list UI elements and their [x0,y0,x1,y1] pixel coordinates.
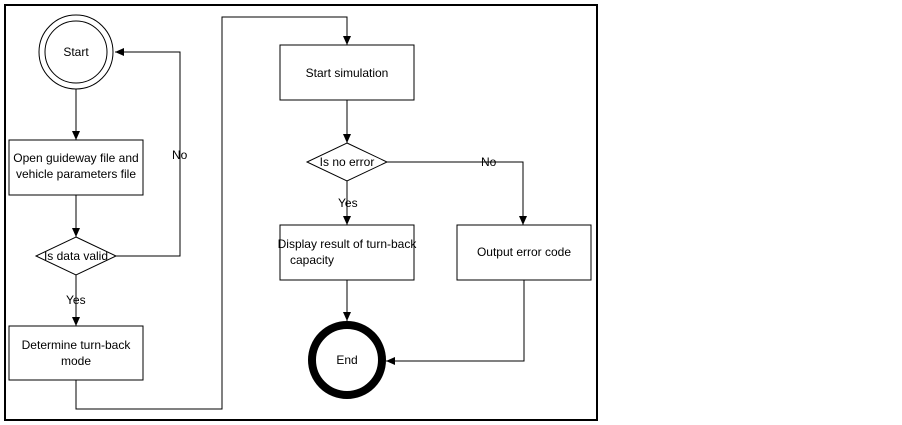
display-result-node: Display result of turn-back capacity [278,224,418,281]
open-file-label-line1: Open guideway file and [13,151,138,165]
open-file-label-line2: vehicle parameters file [16,167,136,181]
is-data-valid-label: Is data valid [44,249,108,263]
label-error-no: No [481,155,497,169]
edge-output-to-end [386,280,525,365]
diagram-frame [4,4,598,421]
start-simulation-label: Start simulation [306,66,389,80]
start-label: Start [63,45,89,59]
edge-valid-no-loop [115,48,181,257]
is-data-valid-decision: Is data valid [34,236,118,276]
display-label-line1: Display result of turn-back [278,237,418,251]
start-node: Start [38,14,114,90]
determine-label-line2: mode [61,354,91,368]
is-no-error-label: Is no error [320,155,375,169]
output-error-label: Output error code [477,245,571,259]
start-simulation-node: Start simulation [279,44,415,101]
output-error-node: Output error code [456,224,592,281]
edge-error-no [387,161,527,225]
edge-determine-to-sim [75,16,351,410]
label-error-yes: Yes [338,196,358,210]
open-file-node: Open guideway file and vehicle parameter… [8,139,144,196]
determine-mode-node: Determine turn-back mode [8,325,144,381]
label-valid-no: No [172,148,188,162]
determine-label-line1: Determine turn-back [22,338,132,352]
display-label-line2: capacity [290,253,334,267]
label-valid-yes: Yes [66,293,86,307]
end-node: End [308,321,386,399]
end-label: End [336,353,357,367]
is-no-error-decision: Is no error [305,142,389,182]
